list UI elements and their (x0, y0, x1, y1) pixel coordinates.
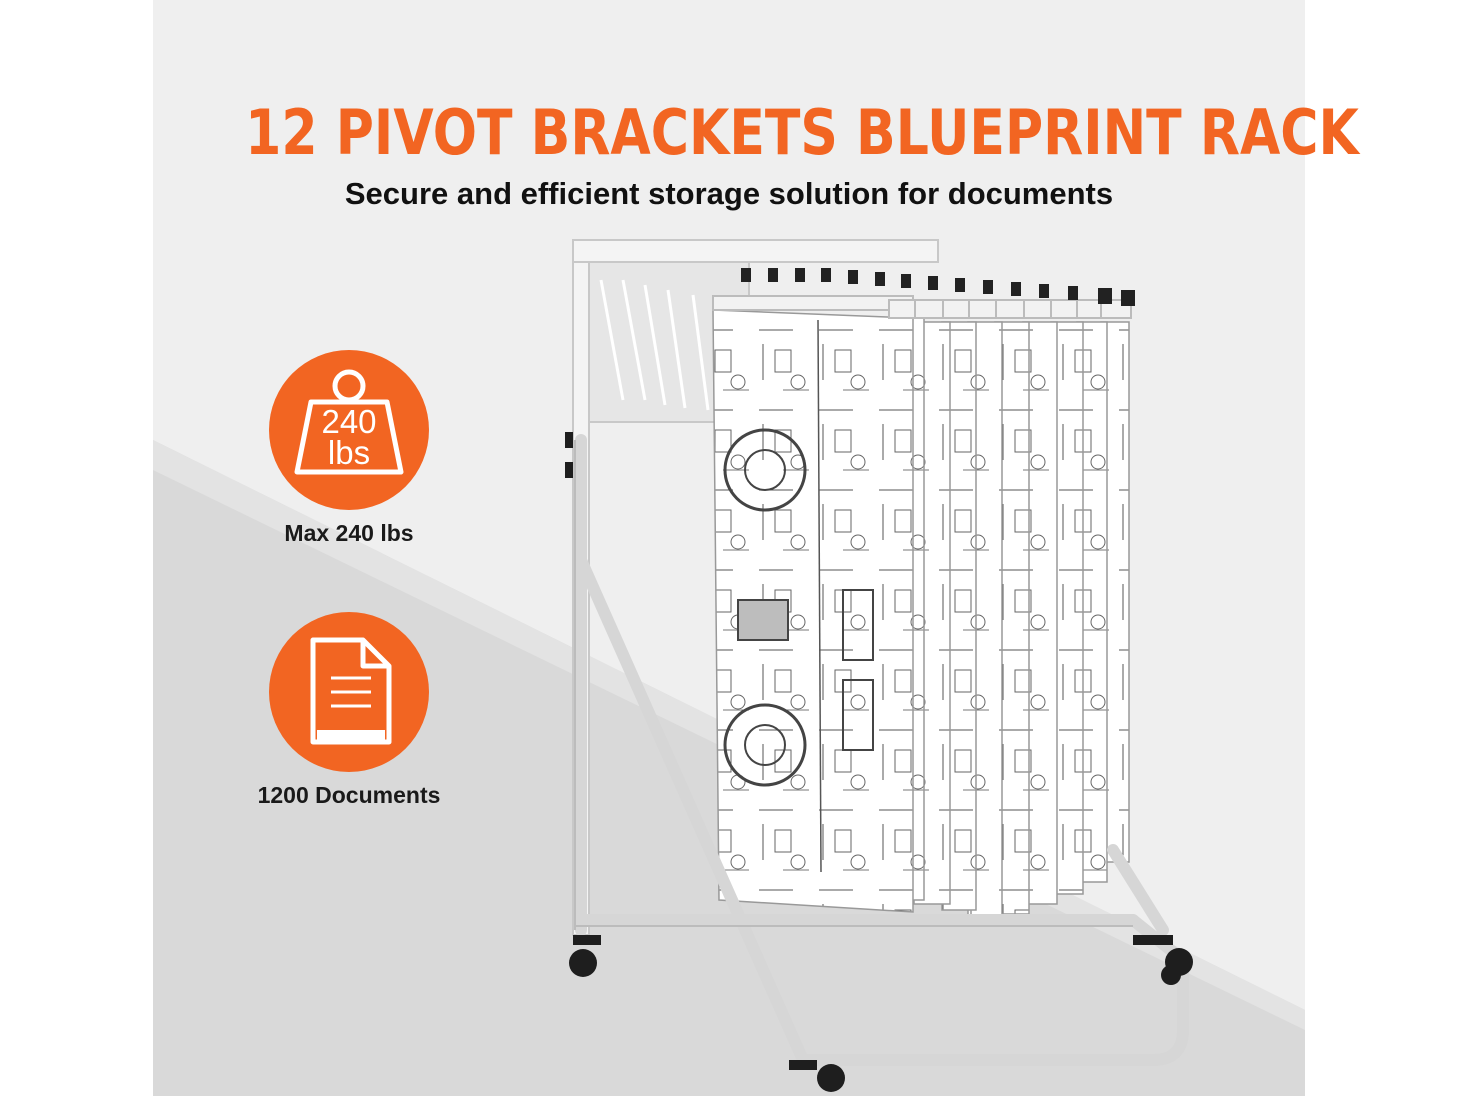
weight-badge-value: 240 (321, 403, 377, 440)
blueprint-rack-image (565, 239, 1193, 1092)
weight-icon (294, 369, 404, 475)
page-subtitle: Secure and efficient storage solution fo… (344, 176, 1114, 211)
weight-badge: 240 lbs (269, 350, 429, 510)
product-panel: 12 PIVOT BRACKETS BLUEPRINT RACK Secure … (153, 0, 1359, 1096)
feature-weight: 240 lbs Max 240 lbs (253, 350, 445, 547)
documents-label: 1200 Documents (257, 782, 441, 808)
weight-label: Max 240 lbs (284, 520, 414, 546)
weight-badge-unit: lbs (327, 434, 371, 471)
page-title: 12 PIVOT BRACKETS BLUEPRINT RACK (245, 96, 1359, 169)
document-icon (310, 637, 392, 745)
feature-documents: 1200 Documents (253, 612, 445, 809)
documents-badge (269, 612, 429, 772)
